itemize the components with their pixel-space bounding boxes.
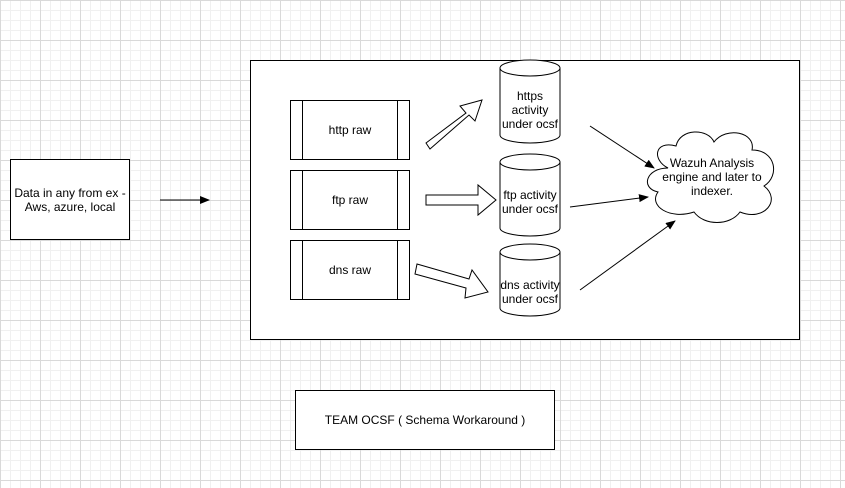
ftp-raw-label: ftp raw bbox=[331, 193, 368, 207]
http-raw-label: http raw bbox=[328, 123, 372, 137]
team-box-label: TEAM OCSF ( Schema Workaround ) bbox=[324, 413, 526, 427]
connector-dns-to-cloud[interactable] bbox=[579, 220, 676, 291]
connector-https-to-cloud[interactable] bbox=[589, 125, 655, 169]
process-http-raw[interactable] bbox=[290, 100, 410, 160]
database-https[interactable] bbox=[499, 59, 561, 144]
cloud-label: Wazuh Analysis engine and later to index… bbox=[662, 156, 762, 198]
team-box[interactable] bbox=[295, 390, 555, 450]
source-box[interactable] bbox=[10, 159, 130, 240]
block-arrow-http[interactable] bbox=[425, 99, 483, 150]
source-box-label: Data in any from ex - Aws, azure, local bbox=[14, 185, 126, 214]
dns-raw-label: dns raw bbox=[328, 263, 372, 277]
cloud-shape[interactable] bbox=[646, 131, 774, 223]
https-activity-label: https activity under ocsf bbox=[501, 89, 559, 131]
dns-activity-label: dns activity under ocsf bbox=[500, 278, 560, 306]
block-arrow-ftp[interactable] bbox=[425, 183, 497, 217]
process-dns-raw[interactable] bbox=[290, 240, 410, 300]
process-ftp-raw[interactable] bbox=[290, 170, 410, 230]
block-arrow-dns[interactable] bbox=[414, 263, 489, 299]
connector-ftp-to-cloud[interactable] bbox=[569, 194, 649, 208]
ftp-activity-label: ftp activity under ocsf bbox=[501, 188, 559, 216]
database-ftp[interactable] bbox=[499, 153, 561, 237]
database-dns[interactable] bbox=[499, 243, 561, 317]
